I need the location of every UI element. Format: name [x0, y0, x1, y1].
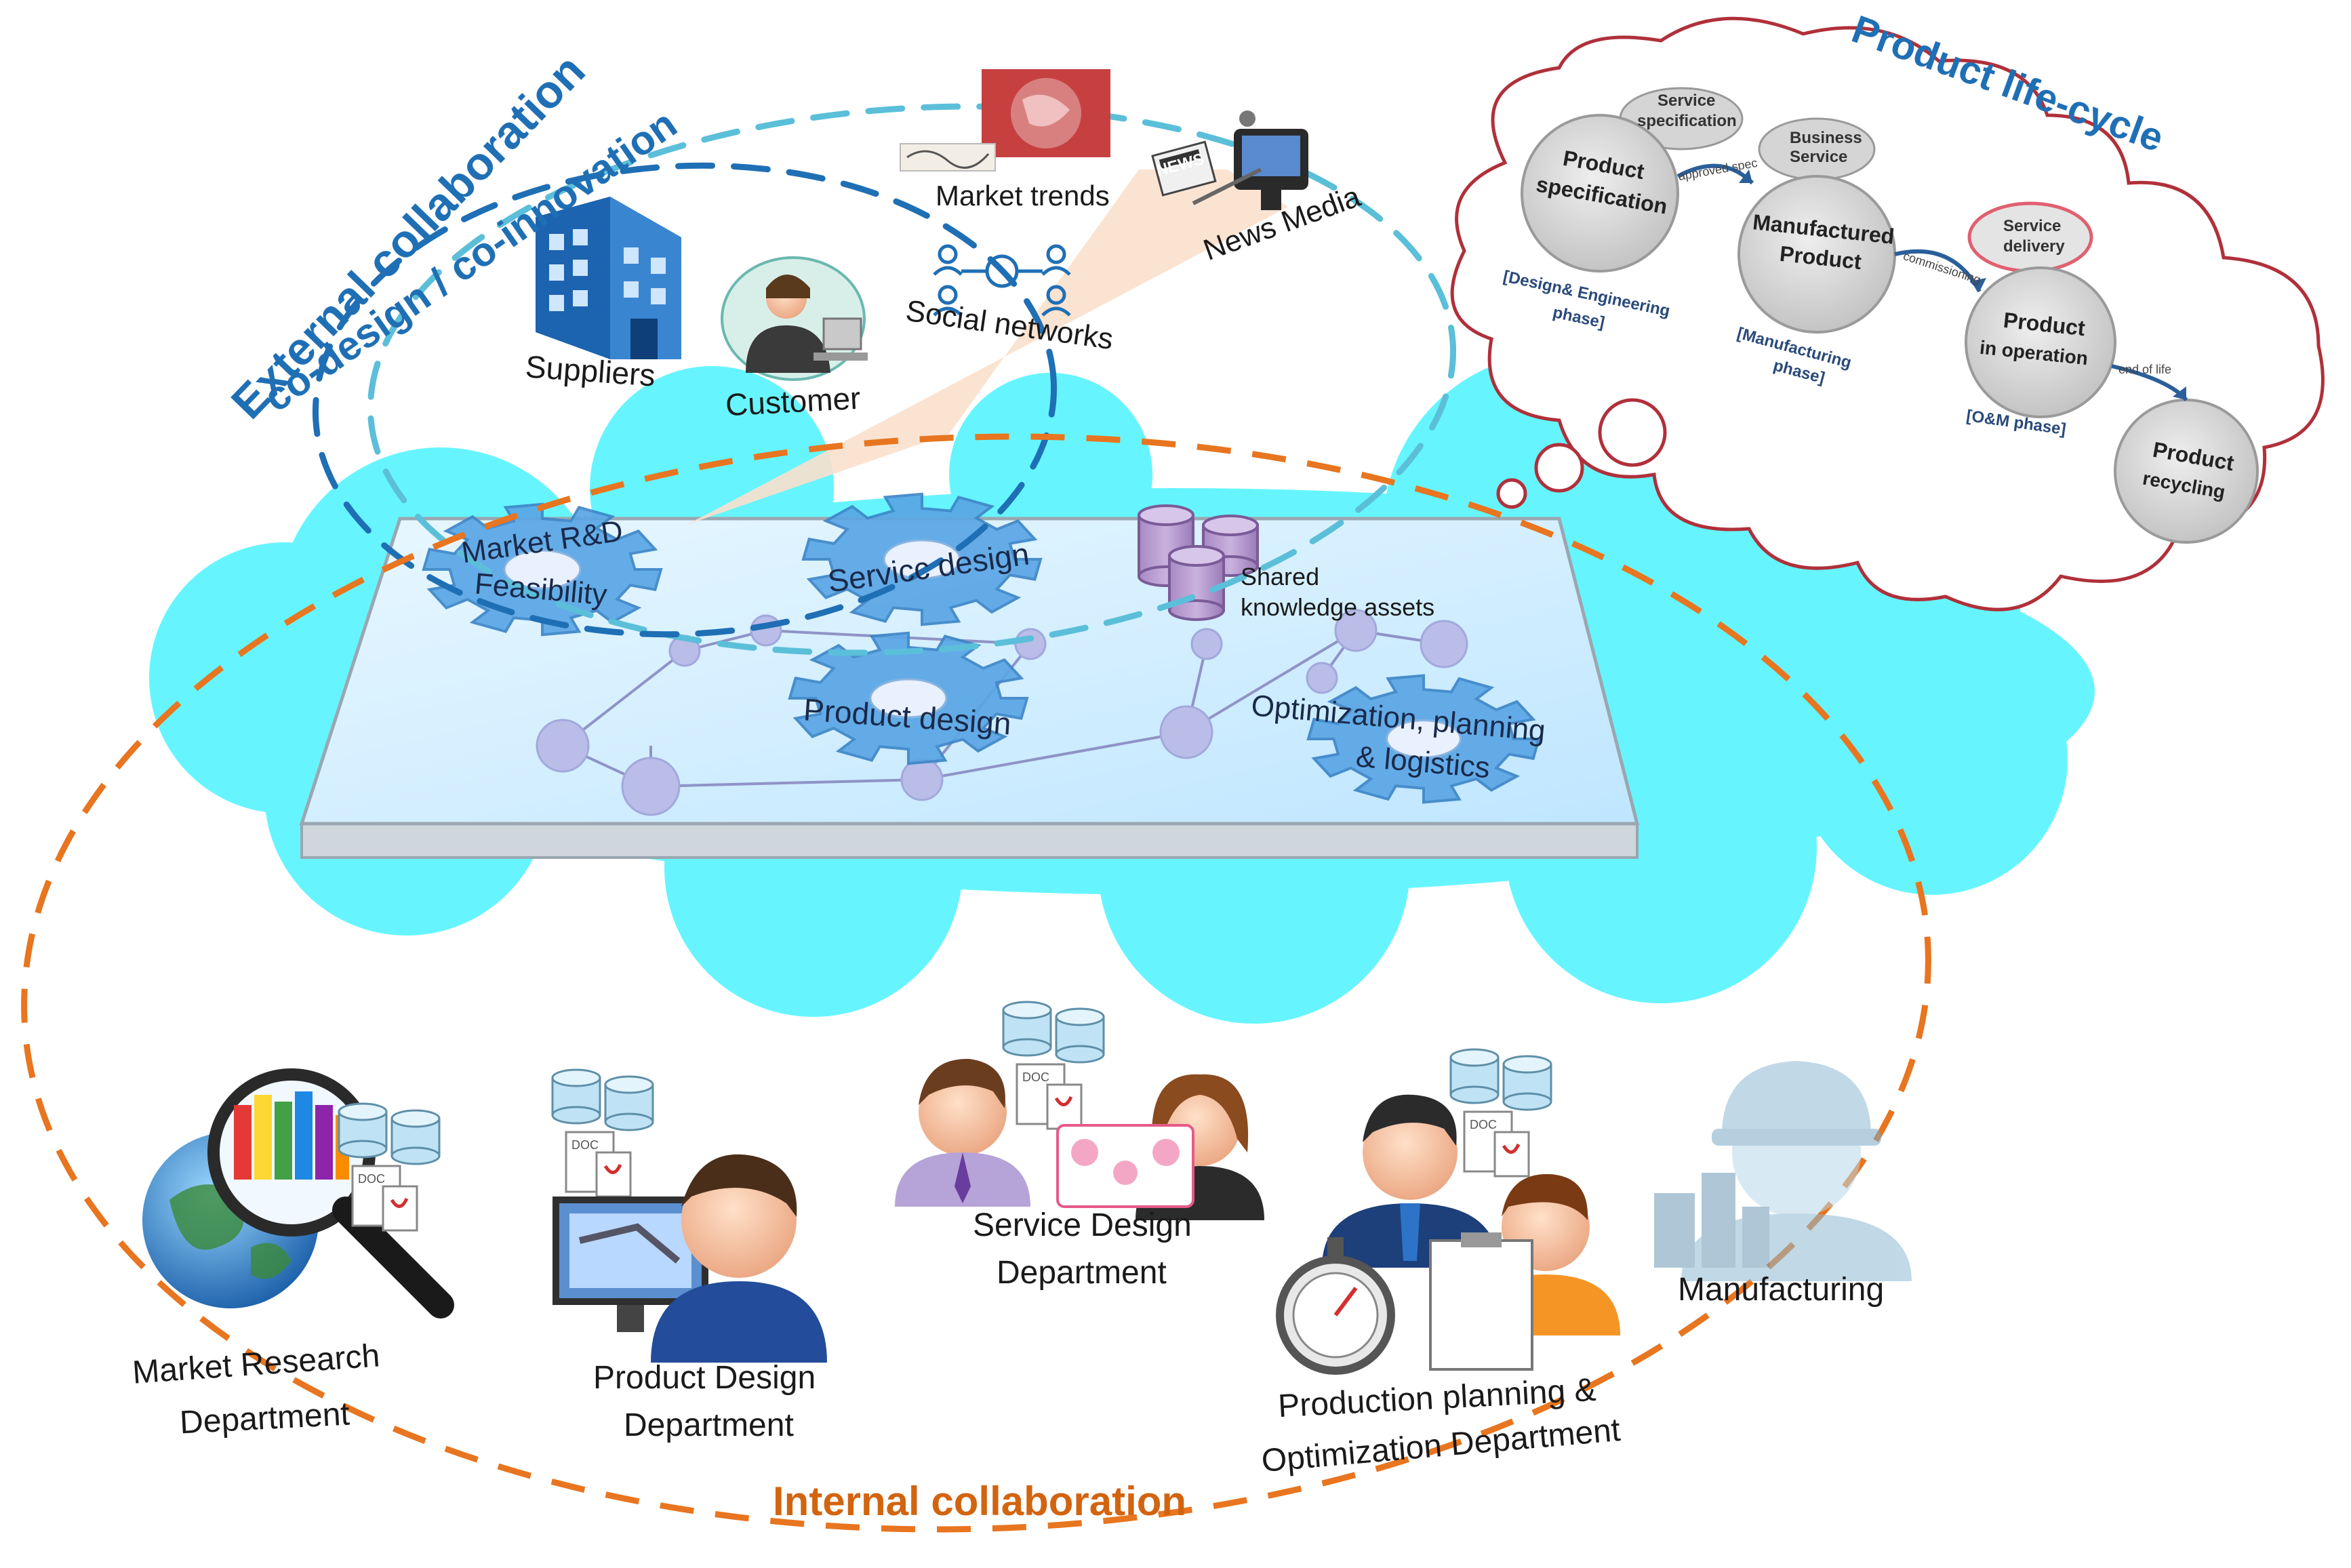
service-design-docs-icon: DOC — [1002, 1001, 1105, 1130]
doc-badge-text: DOC — [358, 1172, 385, 1186]
lifecycle-nodes — [1521, 87, 2259, 544]
production-docs-icon: DOC — [1449, 1048, 1552, 1178]
news-media-icon — [1151, 110, 1308, 210]
external-inputs-funnel — [685, 169, 1288, 525]
service-delivery-label-2: delivery — [2003, 237, 2065, 256]
internal-collaboration-boundary — [21, 433, 1931, 1533]
service-design-team-icon — [895, 1058, 1264, 1220]
shared-knowledge-label-1: Shared — [1241, 563, 1320, 590]
market-research-docs-icon: DOC — [338, 1102, 441, 1232]
gear-optimization-hub — [1386, 719, 1462, 759]
doc-badge-text: DOC — [1470, 1118, 1497, 1131]
doc-badge-text: DOC — [571, 1138, 599, 1152]
service-spec-label-2: specification — [1637, 112, 1737, 130]
service-spec-label-1: Service — [1657, 92, 1716, 110]
production-planning-team-icon — [1276, 1094, 1620, 1375]
market-trends-label: Market trends — [936, 180, 1110, 212]
doc-badge-text: DOC — [1022, 1070, 1049, 1084]
product-design-docs-icon: DOC — [551, 1068, 654, 1198]
business-service-label-1: Business — [1790, 129, 1862, 147]
internal-collaboration-title: Internal collaboration — [773, 1479, 1187, 1524]
thought-bubbles — [1496, 398, 1667, 509]
gear-market-rd-hub — [503, 549, 582, 590]
gear-product-design-hub — [869, 678, 948, 719]
product-design-label-2: Department — [624, 1407, 794, 1443]
product-design-person-icon — [552, 1154, 827, 1363]
end-of-life-label: end of life — [2118, 363, 2172, 376]
manufacturing-worker-icon — [1654, 1061, 1912, 1281]
customer-icon — [721, 256, 868, 381]
manufacturing-label: Manufacturing — [1678, 1272, 1885, 1308]
customer-label: Customer — [724, 380, 862, 423]
product-design-label-1: Product Design — [593, 1360, 816, 1396]
service-design-label-2: Department — [997, 1255, 1167, 1291]
social-networks-icon — [933, 244, 1071, 317]
shared-knowledge-label-2: knowledge assets — [1241, 593, 1435, 621]
gear-service-design-hub — [883, 539, 961, 580]
suppliers-building-icon — [536, 197, 681, 359]
service-delivery-label-1: Service — [2003, 217, 2062, 235]
external-collaboration-boundary — [312, 103, 1457, 656]
business-service-label-2: Service — [1790, 148, 1848, 166]
market-trends-image-icon — [900, 69, 1110, 172]
service-design-label-1: Service Design — [973, 1207, 1192, 1243]
